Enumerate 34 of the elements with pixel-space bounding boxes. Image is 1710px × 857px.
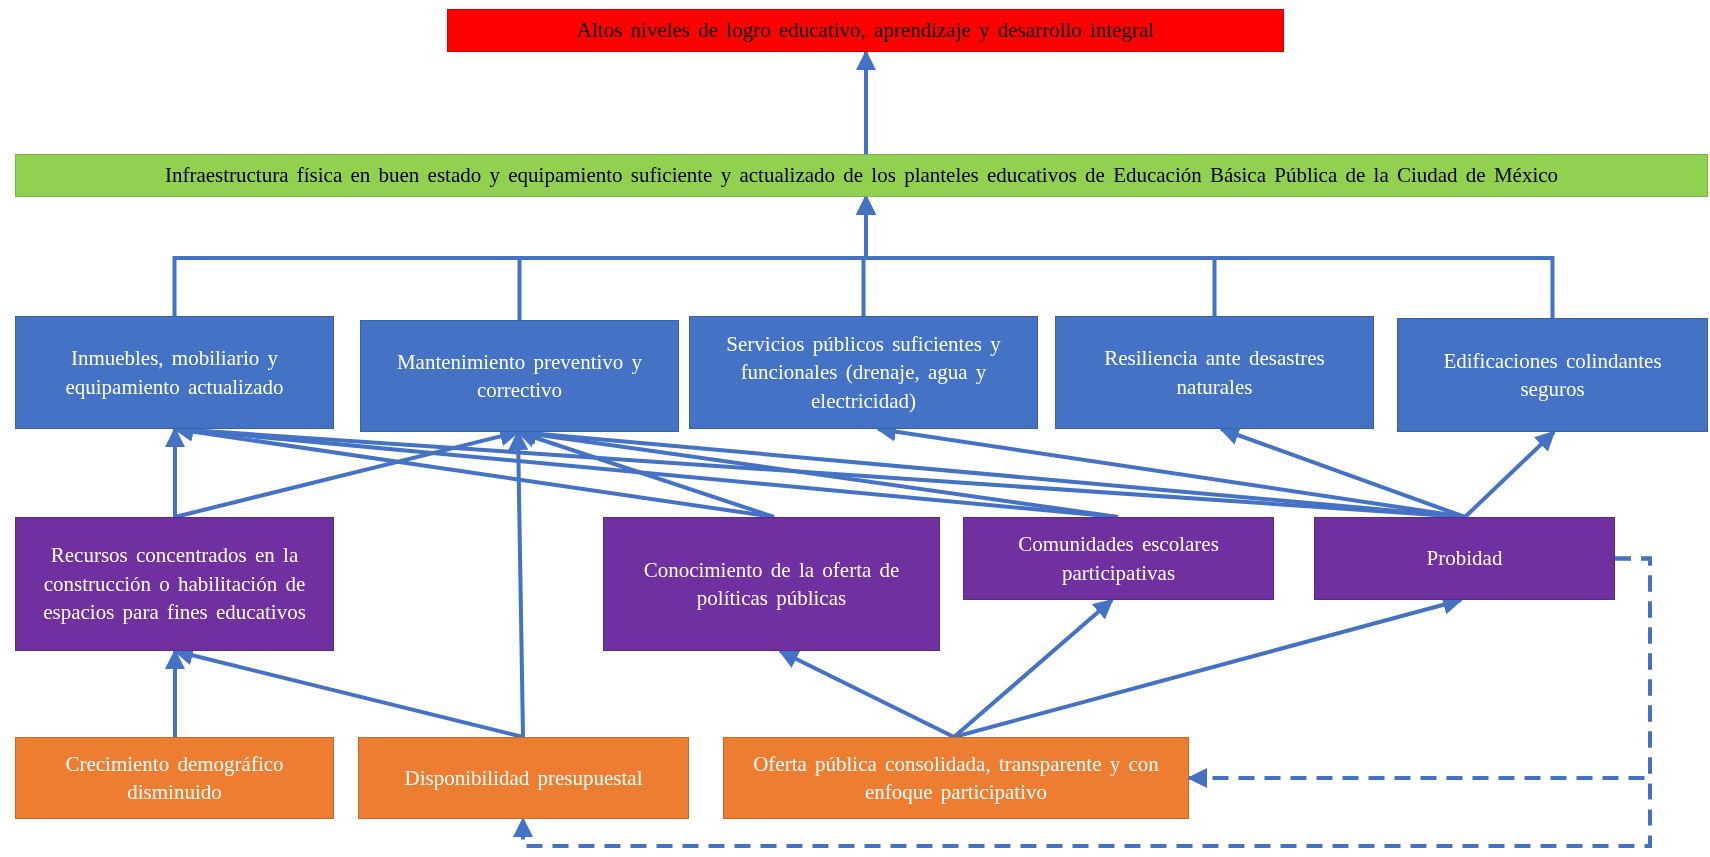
arrow <box>1463 430 1556 519</box>
process-box <box>360 320 679 432</box>
box-text: Comunidades escolares participativas <box>1017 531 1220 587</box>
box-text: Inmuebles, mobiliario y equipamiento actualizado <box>64 345 285 401</box>
process-box <box>15 517 334 651</box>
arrow <box>165 427 185 517</box>
arrow <box>513 556 1652 848</box>
process-box <box>15 316 334 429</box>
purpose-box <box>15 154 1708 197</box>
arrow <box>778 649 955 739</box>
box-text: Crecimiento demográfico disminuido <box>64 750 285 806</box>
arrow <box>856 50 876 154</box>
process-box <box>1055 316 1374 429</box>
box-text: Infraestructura física en buen estado y equipamiento suficiente y actualizado de los planteles educativos de Educación Básica Pública de la Ciudad de México <box>164 162 1559 190</box>
box-text: Mantenimiento preventivo y correctivo <box>395 348 644 404</box>
box-text: Conocimiento de la oferta de políticas públicas <box>642 556 901 612</box>
process-box <box>963 517 1274 600</box>
box-text: Resiliencia ante desastres naturales <box>1103 345 1326 401</box>
arrow <box>165 649 185 737</box>
box-text: Probidad <box>1426 545 1503 573</box>
process-box <box>1397 318 1708 432</box>
box-text: Servicios públicos suficientes y funcionales (drenaje, agua y electricidad) <box>725 331 1002 415</box>
process-box <box>15 737 334 819</box>
process-box <box>1314 517 1615 600</box>
box-text: Disponibilidad presupuestal <box>404 764 643 792</box>
box-text: Recursos concentrados en la construcción o habilitación de espacios para fines educativos <box>42 542 307 627</box>
process-box <box>723 737 1189 819</box>
box-text: Edificaciones colindantes seguros <box>1442 347 1663 403</box>
process-box <box>603 517 940 651</box>
goal-box <box>447 9 1284 52</box>
process-box <box>358 737 689 819</box>
box-text: Oferta pública consolidada, transparente y con enfoque participativo <box>752 750 1160 806</box>
box-text: Altos niveles de logro educativo, aprendizaje y desarrollo integral <box>576 17 1155 45</box>
process-box <box>689 316 1038 429</box>
